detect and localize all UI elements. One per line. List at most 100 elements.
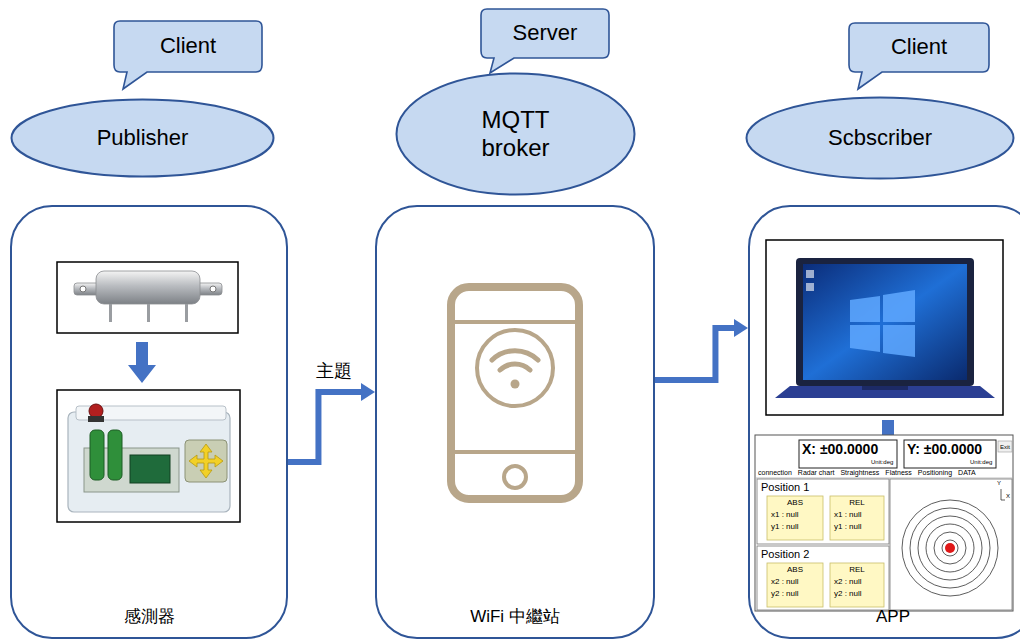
device-picture [57, 390, 240, 522]
node-text: WiFi 中繼站 [470, 607, 560, 627]
app-screenshot [890, 479, 1012, 610]
flow-arrow [655, 319, 748, 380]
screen-label: y1 : null [834, 522, 862, 532]
tab-label: Positioning [918, 469, 952, 477]
callout-outline [114, 21, 262, 89]
app-screenshot [910, 508, 990, 588]
phone-wifi-icon [477, 330, 553, 406]
app-screenshot [830, 496, 884, 540]
role-callout: Client [848, 22, 990, 90]
phone-wifi-icon [455, 320, 575, 324]
app-screenshot [926, 524, 974, 572]
node-text: Client [891, 34, 947, 59]
app-screenshot [902, 489, 1005, 596]
screen-label: X: ±00.0000 [802, 441, 878, 458]
laptop-picture [796, 258, 974, 386]
app-screenshot [1001, 500, 1005, 501]
screen-label: x2 : null [834, 577, 862, 587]
app-screenshot [756, 478, 1012, 479]
phone-wifi-icon [455, 450, 575, 454]
screen-label: REL [830, 565, 884, 575]
app-screenshot [755, 435, 1013, 611]
phone-wifi-icon [492, 351, 538, 360]
sensor-picture [57, 262, 238, 333]
device-picture [89, 404, 103, 418]
sensor-picture [109, 304, 112, 322]
callout-outline [849, 23, 989, 89]
laptop-picture [766, 240, 1003, 415]
edge-label: 主題 [314, 361, 354, 383]
app-screenshot [945, 543, 955, 553]
node-text: Scbscriber [828, 125, 932, 150]
sensor-picture [185, 304, 188, 322]
ellipse-outline [747, 98, 1014, 179]
sensor-picture [57, 262, 238, 333]
device-picture [185, 440, 227, 482]
screen-label: Position 2 [761, 548, 809, 561]
screen-label: y2 : null [834, 589, 862, 599]
laptop-picture [766, 240, 1003, 415]
flow-line [288, 392, 363, 462]
screen-label: ABS [767, 565, 823, 575]
role-ellipse: MQTT broker [395, 72, 636, 196]
tab-label: DATA [958, 469, 976, 477]
arrow-head [734, 319, 748, 337]
ellipse-outline [12, 100, 274, 177]
tab-label: Flatness [885, 469, 911, 477]
app-screenshot [918, 516, 982, 580]
app-screenshot [934, 532, 966, 564]
laptop-picture [806, 270, 814, 278]
laptop-picture [775, 386, 995, 398]
sensor-picture [96, 271, 200, 304]
app-screenshot [904, 440, 996, 468]
screen-label: Position 1 [761, 481, 809, 494]
node-text: APP [876, 607, 910, 627]
role-ellipse: Scbscriber [745, 96, 1015, 180]
app-screenshot [757, 479, 889, 544]
screen-label: x2 : null [771, 577, 799, 587]
tab-label: Radar chart [798, 469, 835, 477]
app-screenshot [767, 496, 823, 540]
node-text: MQTT broker [466, 106, 566, 161]
app-screenshot [799, 440, 897, 468]
app-screenshot [942, 540, 958, 556]
phone-wifi-icon [504, 466, 526, 488]
phone-wifi-icon [511, 380, 520, 389]
screen-label: y1 : null [771, 522, 799, 532]
screen-label: Exit [1000, 444, 1010, 451]
laptop-picture [883, 290, 915, 322]
sensor-picture [210, 286, 216, 292]
device-picture [88, 416, 104, 422]
app-screenshot [830, 563, 884, 607]
screen-label: ABS [767, 498, 823, 508]
phone-wifi-icon [451, 287, 579, 499]
down-arrow [128, 342, 156, 383]
app-screenshot [767, 563, 823, 607]
screen-label: x1 : null [834, 510, 862, 520]
screen-label: Y [997, 480, 1001, 487]
role-callout: Client [113, 20, 263, 90]
arrow-head [361, 383, 375, 401]
device-picture [108, 430, 122, 480]
laptop-picture [803, 264, 967, 380]
app-screenshot [902, 500, 998, 596]
app-screenshot [755, 435, 1013, 611]
screen-label: Unit:deg [970, 459, 992, 466]
app-screenshot [998, 441, 1012, 452]
device-picture [90, 430, 104, 480]
screen-label: Y: ±00.0000 [907, 441, 982, 458]
tab-label: Straightness [840, 469, 879, 477]
node-text: 感測器 [124, 607, 175, 627]
tab-bar: connectionRadar chartStraightnessFlatnes… [758, 469, 976, 477]
device-picture [189, 444, 223, 478]
component-panel: 感測器 [10, 205, 288, 639]
phone-wifi-icon [451, 287, 579, 499]
node-text: Publisher [97, 125, 189, 150]
role-callout: Server [480, 8, 610, 74]
phone-wifi-icon [500, 364, 530, 370]
ellipse-outline [397, 74, 635, 195]
laptop-picture [850, 296, 880, 322]
sensor-picture [80, 286, 86, 292]
device-picture [68, 412, 230, 512]
